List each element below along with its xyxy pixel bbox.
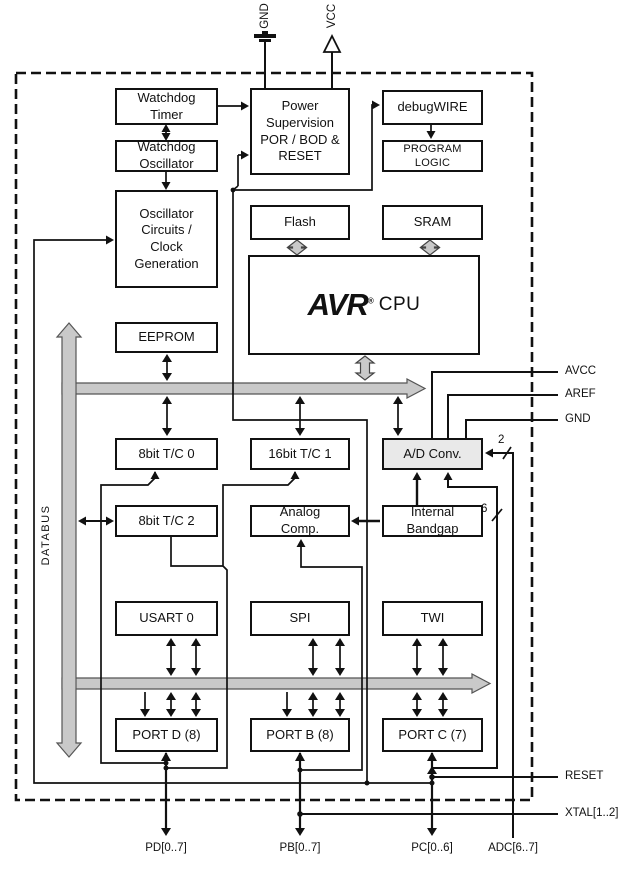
block-portc: PORT C (7) <box>382 718 483 752</box>
pin-label-adc-pins: ADC[6..7] <box>488 842 538 854</box>
sram-cpu-arrow <box>419 239 441 256</box>
block-usart0: USART 0 <box>115 601 218 636</box>
avr-logo: AVR® <box>307 287 374 322</box>
pin-label-aref: AREF <box>565 388 596 400</box>
pin-label-pc: PC[0..6] <box>411 842 453 854</box>
block-debugwire: debugWIRE <box>382 90 483 125</box>
block-portb: PORT B (8) <box>250 718 350 752</box>
block-timer1: 16bit T/C 1 <box>250 438 350 470</box>
cpu-databus-arrow <box>354 355 376 381</box>
block-watchdog-oscillator: Watchdog Oscillator <box>115 139 218 172</box>
registered-mark: ® <box>367 296 374 306</box>
databus-horizontal-upper <box>61 378 427 399</box>
annotation-adc-2-channels: 2 <box>498 434 505 446</box>
pin-label-reset: RESET <box>565 770 604 782</box>
pin-label-avcc: AVCC <box>565 365 597 377</box>
block-twi: TWI <box>382 601 483 636</box>
block-timer0: 8bit T/C 0 <box>115 438 218 470</box>
block-power-supervision: Power Supervision POR / BOD & RESET <box>250 88 350 175</box>
flash-cpu-arrow <box>286 239 308 256</box>
block-analog-comparator: Analog Comp. <box>250 504 350 537</box>
block-sram: SRAM <box>382 205 483 240</box>
vcc-symbol <box>322 33 342 53</box>
pin-label-pb: PB[0..7] <box>279 842 321 854</box>
signal-wires <box>33 42 558 838</box>
chip-boundary-dashed <box>14 71 534 802</box>
databus-horizontal-lower <box>61 673 492 694</box>
block-spi: SPI <box>250 601 350 636</box>
block-adc: A/D Conv. <box>382 438 483 470</box>
pin-label-xtal: XTAL[1..2] <box>565 807 619 819</box>
block-avr-cpu: AVR® CPU <box>248 255 480 355</box>
pin-label-gnd-right: GND <box>565 413 591 425</box>
pin-label-pd: PD[0..7] <box>145 842 187 854</box>
annotation-adc-6-channels: 6 <box>481 503 488 515</box>
block-watchdog-timer: Watchdog Timer <box>115 88 218 125</box>
pin-label-gnd-top: GND <box>259 3 271 29</box>
databus-vertical <box>55 322 83 758</box>
junction-dots <box>163 187 435 817</box>
block-eeprom: EEPROM <box>115 322 218 353</box>
cpu-memory-bus-arrows <box>286 239 441 381</box>
block-timer2: 8bit T/C 2 <box>115 505 218 537</box>
block-portd: PORT D (8) <box>115 718 218 752</box>
block-program-logic: PROGRAM LOGIC <box>382 140 483 172</box>
pin-label-vcc-top: VCC <box>326 3 338 29</box>
databus-label: DATABUS <box>40 504 52 566</box>
block-internal-bandgap: Internal Bandgap <box>382 504 483 537</box>
block-oscillator-circuits: Oscillator Circuits / Clock Generation <box>115 190 218 288</box>
cpu-label: CPU <box>378 294 421 315</box>
arrowheads <box>78 100 493 836</box>
block-flash: Flash <box>250 205 350 240</box>
ground-symbol <box>254 31 276 42</box>
